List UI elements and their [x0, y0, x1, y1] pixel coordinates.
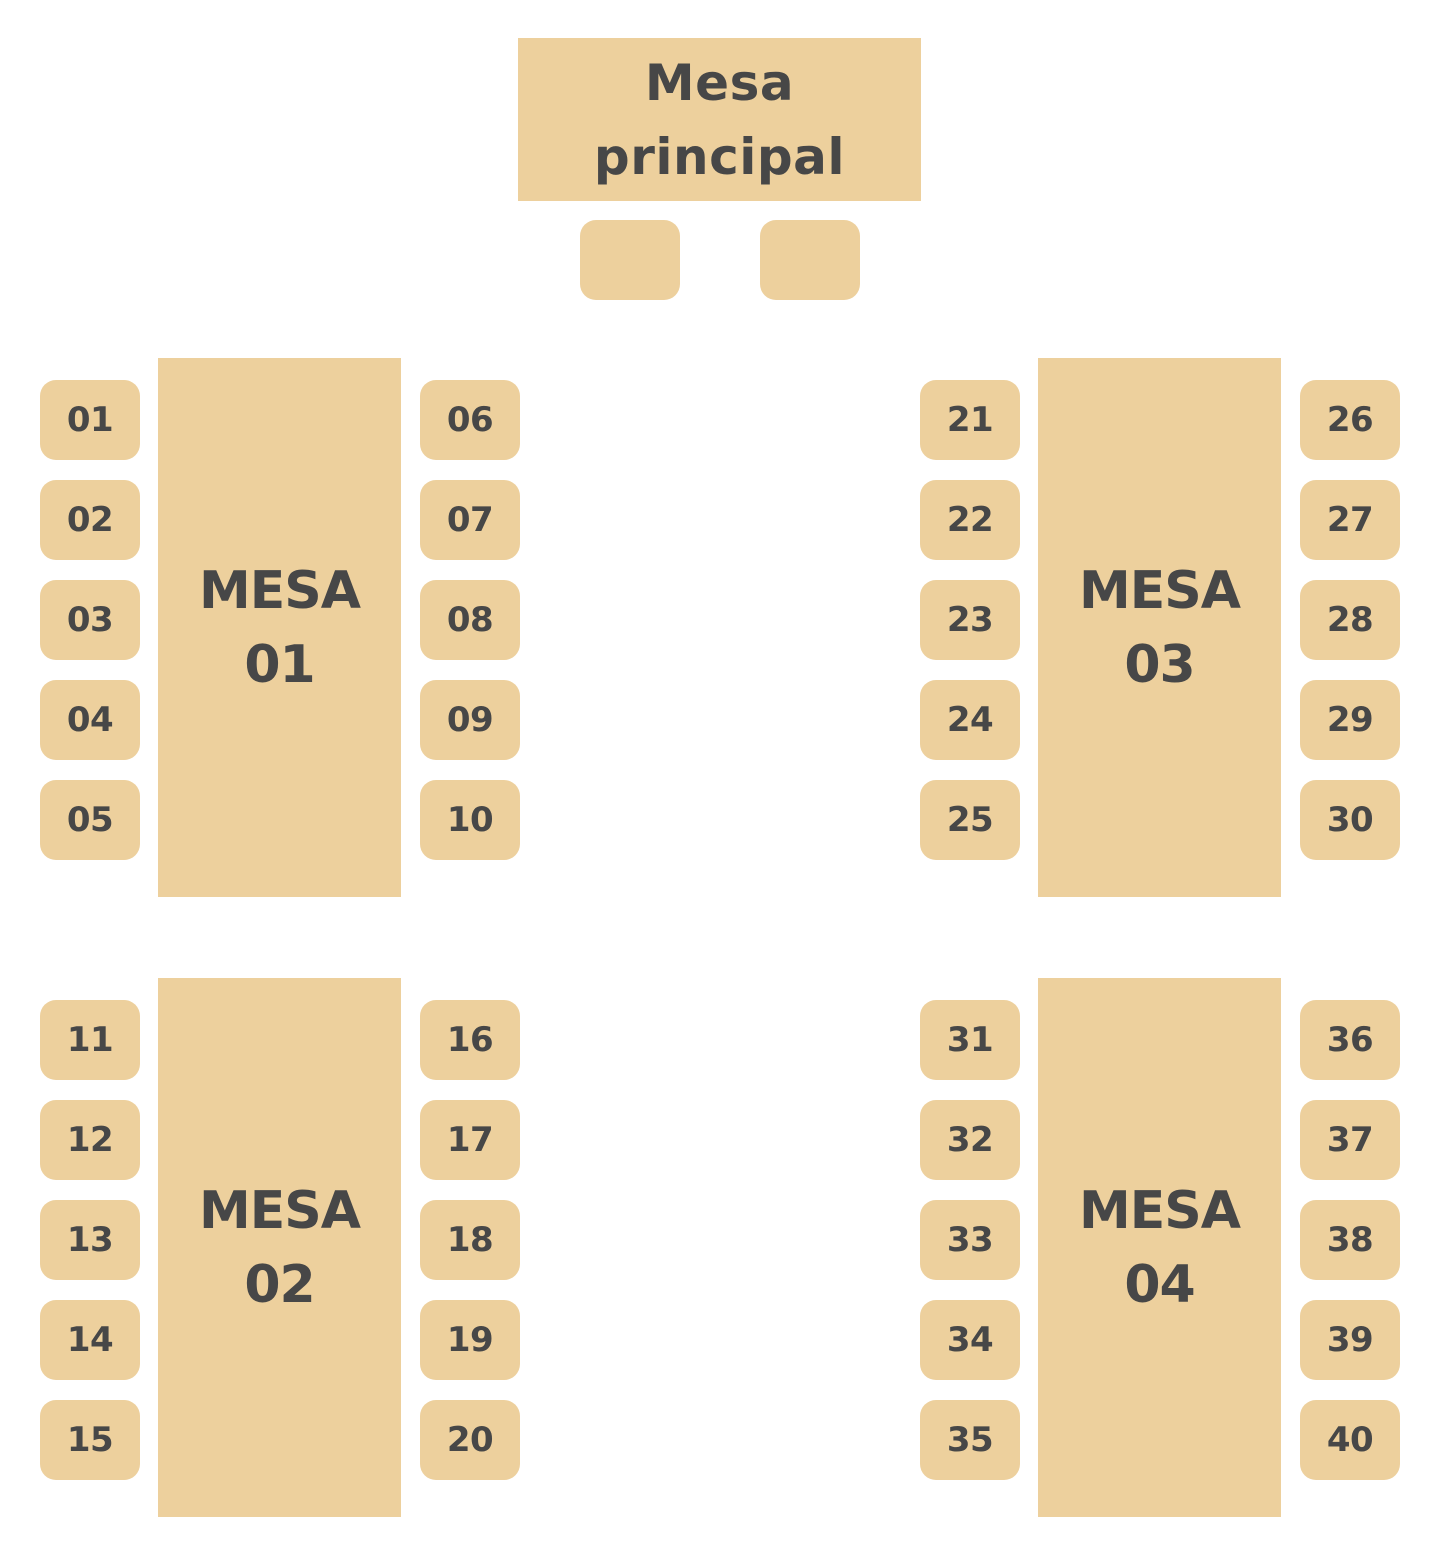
seat-16: 16 [420, 1000, 520, 1080]
seat-18: 18 [420, 1200, 520, 1280]
seat-02: 02 [40, 480, 140, 560]
seat-17: 17 [420, 1100, 520, 1180]
seat-30: 30 [1300, 780, 1400, 860]
seat-35: 35 [920, 1400, 1020, 1480]
seat-14: 14 [40, 1300, 140, 1380]
seat-23: 23 [920, 580, 1020, 660]
table-02-label-line1: MESA [199, 1180, 361, 1241]
seat-07: 07 [420, 480, 520, 560]
seat-29: 29 [1300, 680, 1400, 760]
seat-26: 26 [1300, 380, 1400, 460]
seat-05: 05 [40, 780, 140, 860]
head-table-label-line2: principal [593, 127, 846, 186]
head-seat-1 [580, 220, 680, 300]
head-seat-2 [760, 220, 860, 300]
seat-11: 11 [40, 1000, 140, 1080]
seat-06: 06 [420, 380, 520, 460]
seat-03: 03 [40, 580, 140, 660]
head-table: Mesa principal [518, 38, 921, 201]
table-03: MESA 03 [1038, 358, 1281, 897]
seat-12: 12 [40, 1100, 140, 1180]
seat-01: 01 [40, 380, 140, 460]
table-03-label-line2: 03 [1124, 634, 1195, 695]
seat-21: 21 [920, 380, 1020, 460]
seat-38: 38 [1300, 1200, 1400, 1280]
seat-20: 20 [420, 1400, 520, 1480]
table-04-label-line2: 04 [1124, 1254, 1195, 1315]
seat-37: 37 [1300, 1100, 1400, 1180]
seat-31: 31 [920, 1000, 1020, 1080]
seat-34: 34 [920, 1300, 1020, 1380]
seat-40: 40 [1300, 1400, 1400, 1480]
table-04: MESA 04 [1038, 978, 1281, 1517]
seat-10: 10 [420, 780, 520, 860]
seat-28: 28 [1300, 580, 1400, 660]
table-01-label-line1: MESA [199, 560, 361, 621]
seat-39: 39 [1300, 1300, 1400, 1380]
seat-09: 09 [420, 680, 520, 760]
seat-13: 13 [40, 1200, 140, 1280]
table-03-label-line1: MESA [1079, 560, 1241, 621]
seat-36: 36 [1300, 1000, 1400, 1080]
seat-33: 33 [920, 1200, 1020, 1280]
table-04-label-line1: MESA [1079, 1180, 1241, 1241]
seat-15: 15 [40, 1400, 140, 1480]
seat-19: 19 [420, 1300, 520, 1380]
table-02-label-line2: 02 [244, 1254, 315, 1315]
head-table-label-line1: Mesa [644, 53, 795, 112]
seat-27: 27 [1300, 480, 1400, 560]
table-02: MESA 02 [158, 978, 401, 1517]
seat-24: 24 [920, 680, 1020, 760]
seat-04: 04 [40, 680, 140, 760]
seat-25: 25 [920, 780, 1020, 860]
seat-32: 32 [920, 1100, 1020, 1180]
seat-08: 08 [420, 580, 520, 660]
seat-22: 22 [920, 480, 1020, 560]
table-01-label-line2: 01 [244, 634, 315, 695]
table-01: MESA 01 [158, 358, 401, 897]
